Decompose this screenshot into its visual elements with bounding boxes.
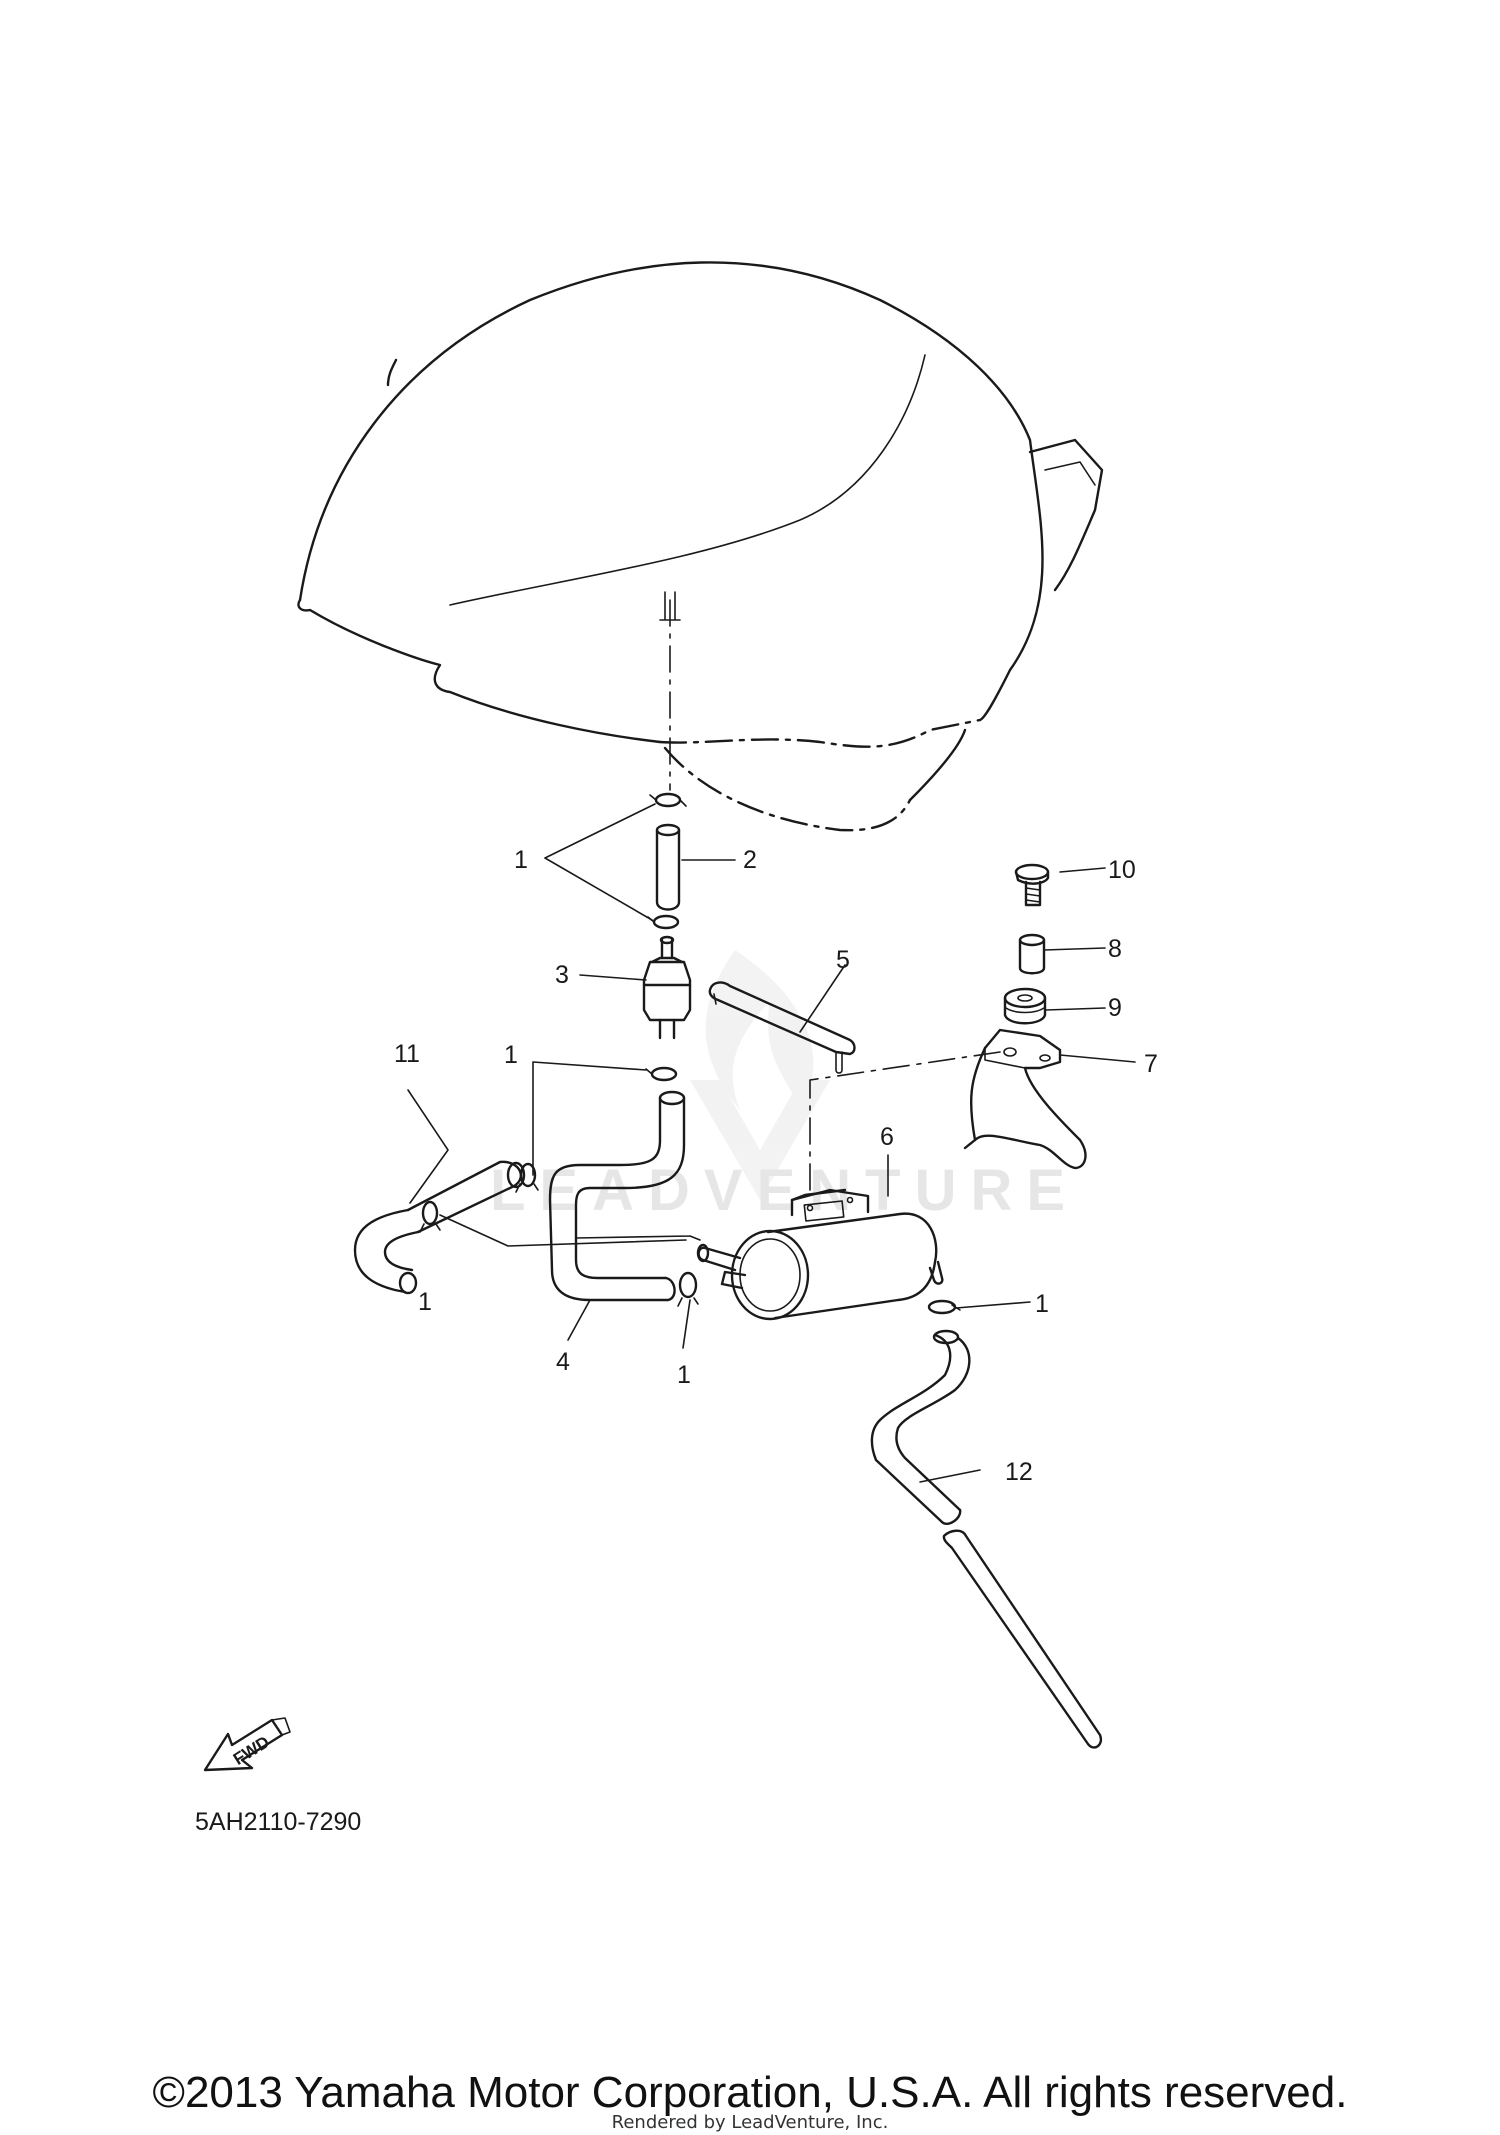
label-1-right: 1: [1035, 1290, 1049, 1318]
part-5-holder: [708, 981, 856, 1074]
part-11-hose: [353, 1160, 526, 1295]
label-12: 12: [1005, 1458, 1033, 1486]
label-1-lower: 1: [677, 1361, 691, 1389]
fwd-arrow: [203, 1717, 291, 1772]
label-6: 6: [880, 1123, 894, 1151]
label-9: 9: [1108, 994, 1122, 1022]
part-7-bracket: [809, 1028, 1087, 1196]
watermark-text: LEADVENTURE: [490, 1158, 1079, 1223]
hose-clip-1-mid: [647, 914, 680, 930]
leader-lines: [407, 803, 1136, 1483]
label-1-mid: 1: [504, 1041, 518, 1069]
part-2-hose: [655, 823, 681, 911]
hose-clip-1-left-of-11: [419, 1200, 441, 1233]
part-4-hose: [548, 1090, 701, 1302]
label-8: 8: [1108, 935, 1122, 963]
label-2: 2: [743, 846, 757, 874]
part-3-filter: [642, 935, 692, 1040]
diagram-code: 5AH2110-7290: [195, 1808, 362, 1836]
label-3: 3: [555, 961, 569, 989]
part-8-collar: [1018, 933, 1046, 975]
part-10-bolt: [1014, 863, 1050, 907]
label-10: 10: [1108, 856, 1136, 884]
hose-clip-1-rear: [927, 1299, 961, 1315]
hose-clip-1-lower: [645, 1066, 678, 1082]
rendered-by-text: Rendered by LeadVenture, Inc.: [611, 2112, 889, 2133]
label-7: 7: [1144, 1050, 1158, 1078]
part-9-grommet: [1003, 987, 1047, 1025]
watermark-logo: [690, 950, 830, 1200]
fuel-tank-outline: [297, 261, 1104, 832]
part-12-hose: [870, 1329, 1103, 1749]
copyright-text: ©2013 Yamaha Motor Corporation, U.S.A. A…: [152, 2068, 1348, 2117]
label-11: 11: [394, 1040, 420, 1068]
label-1-left: 1: [418, 1288, 432, 1316]
label-1-top: 1: [514, 846, 528, 874]
label-4: 4: [556, 1348, 570, 1376]
fwd-label: FWD: [230, 1732, 273, 1769]
hose-clip-1-near-4: [677, 1271, 699, 1307]
part-6-canister: [696, 1188, 944, 1321]
hose-clip-1-top: [649, 792, 687, 808]
label-5: 5: [836, 946, 850, 974]
hose-clip-1-right-of-11: [515, 1162, 539, 1193]
